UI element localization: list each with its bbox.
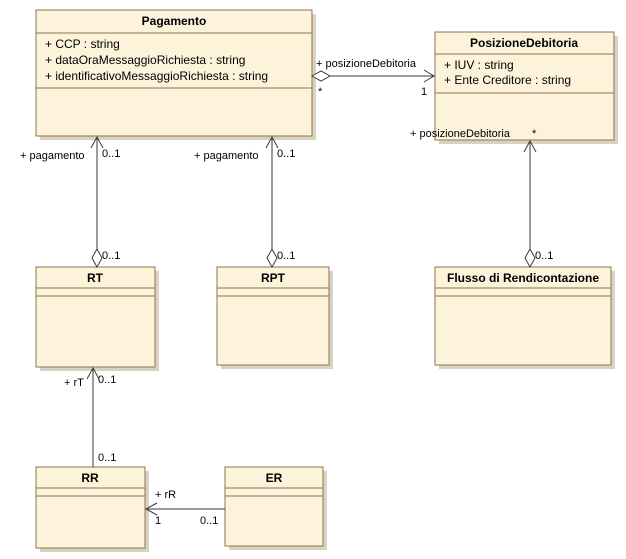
- multiplicity-label: 1: [421, 86, 427, 98]
- multiplicity-label: 0..1: [98, 452, 116, 464]
- role-label: + rR: [155, 489, 176, 501]
- navigability-arrow: [523, 139, 537, 153]
- class-body: [35, 466, 146, 549]
- class-rpt[interactable]: RPT: [216, 266, 333, 369]
- navigability-arrow: [90, 135, 104, 149]
- association-flusso-posizione[interactable]: + posizioneDebitoria * 0..1: [410, 128, 553, 269]
- aggregation-diamond: [266, 247, 278, 269]
- multiplicity-label: 0..1: [535, 250, 553, 262]
- navigability-arrow: [86, 366, 100, 380]
- class-name: ER: [266, 471, 283, 485]
- class-flusso-di-rendicontazione[interactable]: Flusso di Rendicontazione: [434, 266, 615, 369]
- class-body: [434, 31, 615, 141]
- multiplicity-label: 0..1: [102, 148, 120, 160]
- class-attribute: + IUV : string: [444, 58, 514, 72]
- role-label: + pagamento: [194, 150, 259, 162]
- class-body: [35, 266, 156, 368]
- class-rr[interactable]: RR: [35, 466, 149, 552]
- class-name: PosizioneDebitoria: [470, 36, 578, 50]
- navigability-arrow: [423, 69, 435, 83]
- class-body: [434, 266, 612, 366]
- class-posizione-debitoria[interactable]: PosizioneDebitoria + IUV : string + Ente…: [434, 31, 618, 144]
- multiplicity-label: 0..1: [277, 148, 295, 160]
- association-pagamento-posizione[interactable]: + posizioneDebitoria * 1: [310, 58, 435, 98]
- multiplicity-label: 0..1: [200, 515, 218, 527]
- class-attribute: + identificativoMessaggioRichiesta : str…: [45, 69, 268, 83]
- class-body: [224, 466, 324, 547]
- class-name: RPT: [261, 271, 286, 285]
- aggregation-diamond: [91, 247, 103, 269]
- class-attribute: + CCP : string: [45, 37, 120, 51]
- aggregation-diamond: [524, 247, 536, 269]
- class-name: RR: [81, 471, 99, 485]
- class-name: Pagamento: [142, 14, 207, 28]
- association-rpt-pagamento[interactable]: + pagamento 0..1 0..1: [194, 135, 295, 269]
- aggregation-diamond: [310, 70, 332, 82]
- class-er[interactable]: ER: [224, 466, 327, 550]
- role-label: + posizioneDebitoria: [410, 128, 511, 140]
- multiplicity-label: 0..1: [102, 250, 120, 262]
- role-label: + pagamento: [20, 150, 85, 162]
- multiplicity-label: *: [318, 86, 323, 98]
- class-body: [216, 266, 330, 366]
- navigability-arrow: [265, 135, 279, 149]
- class-rt[interactable]: RT: [35, 266, 159, 371]
- association-rt-pagamento[interactable]: + pagamento 0..1 0..1: [20, 135, 120, 269]
- class-pagamento[interactable]: Pagamento + CCP : string + dataOraMessag…: [35, 9, 316, 140]
- class-attribute: + Ente Creditore : string: [444, 73, 571, 87]
- class-attribute: + dataOraMessaggioRichiesta : string: [45, 53, 245, 67]
- navigability-arrow: [144, 502, 158, 516]
- role-label: + posizioneDebitoria: [316, 58, 417, 70]
- multiplicity-label: 1: [155, 515, 161, 527]
- multiplicity-label: 0..1: [98, 374, 116, 386]
- class-name: RT: [87, 271, 104, 285]
- multiplicity-label: *: [532, 128, 537, 140]
- association-rr-rt[interactable]: + rT 0..1 0..1: [64, 366, 116, 467]
- class-body: [35, 9, 313, 137]
- role-label: + rT: [64, 377, 84, 389]
- class-name: Flusso di Rendicontazione: [447, 271, 599, 285]
- association-er-rr[interactable]: + rR 1 0..1: [144, 489, 225, 527]
- multiplicity-label: 0..1: [277, 250, 295, 262]
